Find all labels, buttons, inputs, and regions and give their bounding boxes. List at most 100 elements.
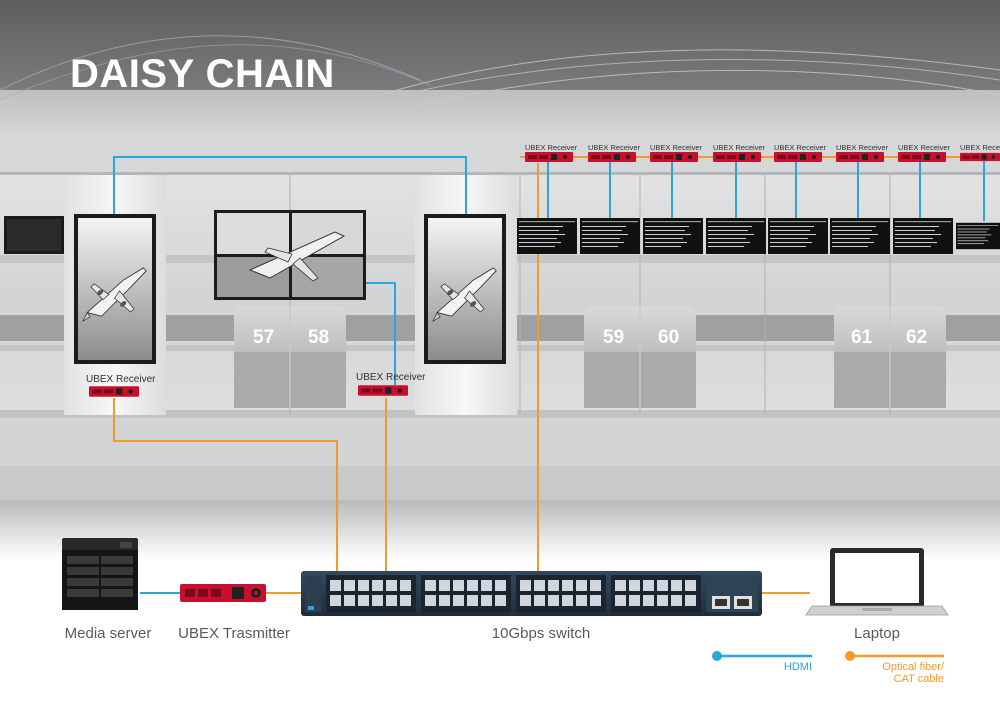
switch-port [643, 580, 654, 591]
switch-port [372, 580, 383, 591]
switch-port [330, 580, 341, 591]
switch-port [453, 595, 464, 606]
switch-port [576, 580, 587, 591]
optical-cable-left-receiver [113, 398, 338, 572]
hdmi-cable-daisy-loop [113, 156, 467, 214]
flight-info-boards [517, 218, 1000, 254]
laptop-label: Laptop [854, 625, 900, 642]
gate-number-60: 60 [658, 327, 679, 348]
airplane-image [248, 231, 346, 282]
svg-text:UBEX Receiver: UBEX Receiver [898, 143, 951, 152]
network-switch-icon [301, 571, 762, 616]
ubex-receiver: UBEX Receiver [650, 143, 703, 162]
gate-number-61: 61 [851, 327, 873, 348]
switch-port [386, 580, 397, 591]
header-band [0, 0, 1000, 140]
svg-text:UBEX Receiver: UBEX Receiver [774, 143, 827, 152]
switch-port [534, 580, 545, 591]
media-server-icon [62, 538, 138, 610]
media-server-label: Media server [65, 625, 152, 642]
switch-port [344, 595, 355, 606]
switch-port [657, 595, 668, 606]
legend-hdmi-label: HDMI [784, 661, 812, 673]
flight-info-board [893, 218, 953, 254]
switch-port [562, 595, 573, 606]
switch-port [534, 595, 545, 606]
switch-port [615, 595, 626, 606]
switch-port [671, 580, 682, 591]
switch-port [481, 580, 492, 591]
flight-info-board [768, 218, 828, 254]
switch-port [467, 580, 478, 591]
svg-text:UBEX Receiver: UBEX Receiver [588, 143, 641, 152]
svg-text:UBEX Receiver: UBEX Receiver [650, 143, 703, 152]
switch-port [358, 580, 369, 591]
flight-info-board [580, 218, 640, 254]
ubex-receiver: UBEX Receiver [836, 143, 889, 162]
gate-desk-57-58 [234, 306, 346, 408]
gate-number-57: 57 [253, 327, 274, 348]
video-wall [214, 210, 366, 300]
switch-port [400, 595, 411, 606]
switch-port [629, 595, 640, 606]
ubex-receiver: UBEX Receiver [774, 143, 827, 162]
switch-port [657, 580, 668, 591]
receiver-label: UBEX Receiver [356, 372, 426, 383]
diagram-title: DAISY CHAIN [70, 52, 335, 96]
switch-port [400, 580, 411, 591]
ubex-transmitter-icon [180, 584, 266, 602]
switch-port [615, 580, 626, 591]
gate-number-58: 58 [308, 327, 329, 348]
gate-desk-61-62 [834, 306, 946, 408]
receiver-label: UBEX Receiver [86, 374, 156, 385]
switch-ports [330, 580, 696, 606]
legend-optical-label-line2: CAT cable [894, 673, 944, 685]
legend-optical-label-line1: Optical fiber/ [882, 661, 945, 673]
flight-info-board [956, 222, 1000, 250]
switch-port [548, 595, 559, 606]
switch-port [590, 595, 601, 606]
switch-port [685, 595, 696, 606]
switch-port [330, 595, 341, 606]
switch-port [439, 580, 450, 591]
flight-info-board [517, 218, 577, 254]
flight-info-board [643, 218, 703, 254]
switch-label: 10Gbps switch [492, 625, 590, 642]
transmitter-label: UBEX Trasmitter [178, 625, 290, 642]
switch-port [520, 580, 531, 591]
flight-info-board [830, 218, 890, 254]
switch-port [562, 580, 573, 591]
floor [0, 466, 1000, 560]
switch-port [372, 595, 383, 606]
switch-port [425, 595, 436, 606]
switch-port [453, 580, 464, 591]
switch-port [439, 595, 450, 606]
switch-port [481, 595, 492, 606]
switch-port [495, 595, 506, 606]
ubex-receiver: UBEX Receiver [588, 143, 641, 162]
laptop-icon [805, 548, 949, 616]
legend-optical: Optical fiber/ CAT cable [845, 651, 945, 685]
ubex-receiver: UBEX Receiver [713, 143, 766, 162]
svg-text:UBEX Receiver: UBEX Receiver [713, 143, 766, 152]
switch-port [643, 595, 654, 606]
gate-number-62: 62 [906, 327, 927, 348]
top-ubex-receivers: UBEX Receiver UBEX Receiver UBEX Receive… [525, 143, 1000, 162]
hdmi-cables-infoboards [547, 158, 985, 221]
ubex-receiver: UBEX Receiver [960, 143, 1000, 162]
vertical-display-left [74, 214, 156, 364]
switch-port [520, 595, 531, 606]
hdmi-cable-videowall [366, 282, 396, 385]
switch-port [629, 580, 640, 591]
switch-port [576, 595, 587, 606]
gate-desk-59-60 [584, 306, 696, 408]
ubex-receiver: UBEX Receiver [525, 143, 578, 162]
ubex-receiver-center: UBEX Receiver [356, 372, 426, 396]
legend-hdmi: HDMI [712, 651, 812, 673]
switch-port [685, 580, 696, 591]
vertical-display-right [424, 214, 506, 364]
switch-port [425, 580, 436, 591]
switch-port [467, 595, 478, 606]
svg-text:UBEX Receiver: UBEX Receiver [836, 143, 889, 152]
